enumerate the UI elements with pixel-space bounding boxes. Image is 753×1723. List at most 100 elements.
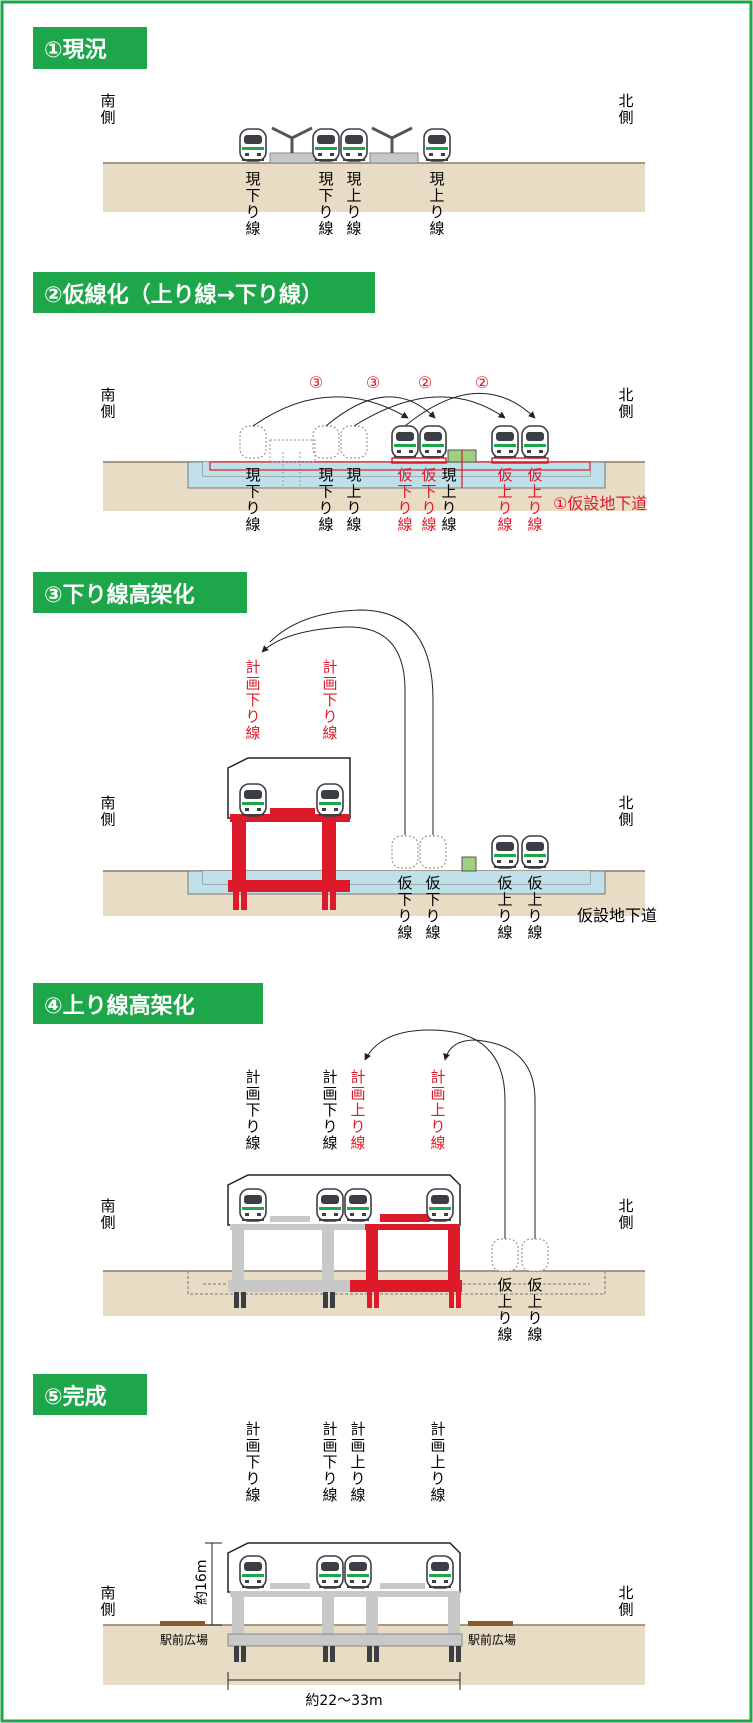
platform-canopy (271, 126, 313, 153)
underpass-label: 仮設地下道 (577, 906, 657, 925)
north-side-label: 北側 (618, 1197, 633, 1232)
step-5-title: ⑤完成 (44, 1384, 107, 1410)
planned-track-label: 計画上り線 (350, 1068, 365, 1152)
north-side-label: 北側 (618, 1584, 633, 1619)
train-icon (426, 1188, 454, 1222)
move-arrow (364, 1029, 506, 1240)
step-mark: ② (475, 373, 489, 392)
vertical-label: 北側 (618, 92, 633, 127)
old-track-icon (391, 835, 419, 869)
viaduct-column (322, 1597, 334, 1636)
planned-track-label: 計画下り線 (245, 1420, 260, 1504)
step-2-temporary-tracks: ②仮線化（上り線→下り線） 南側 北側 ③ ③ ② ② (33, 272, 647, 534)
south-side-label: 南側 (100, 1197, 115, 1232)
old-track-icon (419, 835, 447, 869)
old-track-icon (491, 1238, 519, 1272)
train-icon (344, 1555, 372, 1589)
planned-track-label: 計画下り線 (322, 658, 337, 742)
viaduct-deck (227, 1174, 461, 1226)
temporary-track-label: 仮上り線 (527, 874, 542, 942)
track-label: 現上り線 (429, 170, 444, 238)
step-4-up-line-elevation: ④上り線高架化 南側 北側 計画下り線 計画下り線 計画上り線 計画上り線 (33, 983, 645, 1344)
track-label: 現下り線 (245, 466, 260, 534)
station-plaza (160, 1621, 205, 1626)
track-label: 現上り線 (346, 170, 361, 238)
train-icon (312, 128, 340, 162)
train-icon (419, 425, 447, 459)
train-icon (391, 425, 419, 459)
platform (369, 152, 419, 164)
north-side-label: 北側 (618, 794, 633, 829)
move-arrow (404, 392, 536, 427)
step-mark: ③ (366, 373, 380, 392)
step-1-title-box (33, 27, 147, 69)
train-icon (491, 835, 519, 869)
viaduct-column (322, 822, 336, 882)
track-label: 現上り線 (441, 466, 456, 534)
viaduct-column (366, 1597, 378, 1636)
old-track-icon (312, 425, 340, 459)
planned-track-label: 計画下り線 (322, 1068, 337, 1152)
train-icon (423, 128, 451, 162)
north-side-label: 北側 (618, 92, 633, 127)
train-icon (426, 1555, 454, 1589)
track-label: 現下り線 (245, 170, 260, 238)
planned-track-label: 計画上り線 (350, 1420, 365, 1504)
step-2-title-box (33, 272, 375, 313)
planned-track-label: 計画上り線 (430, 1068, 445, 1152)
temporary-track-label: 仮上り線 (527, 466, 542, 534)
step-mark: ③ (309, 373, 323, 392)
north-side-label: 北側 (618, 386, 633, 421)
step-mark: ② (418, 373, 432, 392)
track-label: 現下り線 (318, 170, 333, 238)
viaduct-column (448, 1597, 460, 1636)
train-icon (491, 425, 519, 459)
temporary-track-label: 仮下り線 (397, 466, 412, 534)
height-label: 約16m (194, 1560, 210, 1605)
step-2-title: ②仮線化（上り線→下り線） (44, 282, 323, 308)
platform-canopy (371, 126, 413, 153)
move-arrow (353, 396, 506, 427)
viaduct-footing (228, 880, 350, 892)
planned-track-label: 計画下り線 (245, 658, 260, 742)
width-label: 約22〜33m (305, 1693, 382, 1709)
step-1-title: ①現況 (44, 38, 107, 63)
viaduct-column (322, 1230, 334, 1280)
train-icon (344, 1188, 372, 1222)
step-5-title-box (33, 1374, 147, 1415)
temporary-track-label: 仮上り線 (497, 1276, 512, 1344)
move-arrow (252, 396, 409, 427)
south-side-label: 南側 (100, 1584, 115, 1619)
viaduct-footing (227, 1633, 463, 1647)
step-1-current: ①現況 南側 北側 現下り線 現下り線 現上り線 現上り線 (33, 27, 645, 238)
viaduct-footing (228, 1280, 350, 1292)
south-side-label: 南側 (100, 794, 115, 829)
temporary-track-label: 仮上り線 (497, 874, 512, 942)
move-arrow (261, 626, 406, 835)
viaduct-column (232, 1597, 244, 1636)
station-plaza-label: 駅前広場 (468, 1632, 516, 1647)
viaduct-column (366, 1230, 378, 1280)
temporary-track-label: 仮下り線 (425, 874, 440, 942)
train-icon (239, 1188, 267, 1222)
underpass-label: ①仮設地下道 (553, 494, 647, 513)
old-track-icon (239, 425, 267, 459)
step-4-title: ④上り線高架化 (44, 993, 195, 1019)
south-side-label: 南側 (100, 386, 115, 421)
move-arrow (325, 396, 436, 427)
train-icon (239, 1555, 267, 1589)
removed-underpass (187, 1271, 606, 1295)
step-4-title-box (33, 983, 263, 1024)
step-3-title: ③下り線高架化 (44, 582, 195, 608)
temporary-track-label: 仮上り線 (527, 1276, 542, 1344)
step-3-down-line-elevation: ③下り線高架化 南側 北側 計画下り線 計画下り線 (33, 572, 657, 942)
viaduct-column (232, 822, 246, 882)
station-plaza (468, 1621, 513, 1626)
platform (269, 152, 316, 164)
train-icon (239, 128, 267, 162)
planned-track-label: 計画上り線 (430, 1420, 445, 1504)
train-icon (316, 1188, 344, 1222)
planned-track-label: 計画下り線 (322, 1420, 337, 1504)
